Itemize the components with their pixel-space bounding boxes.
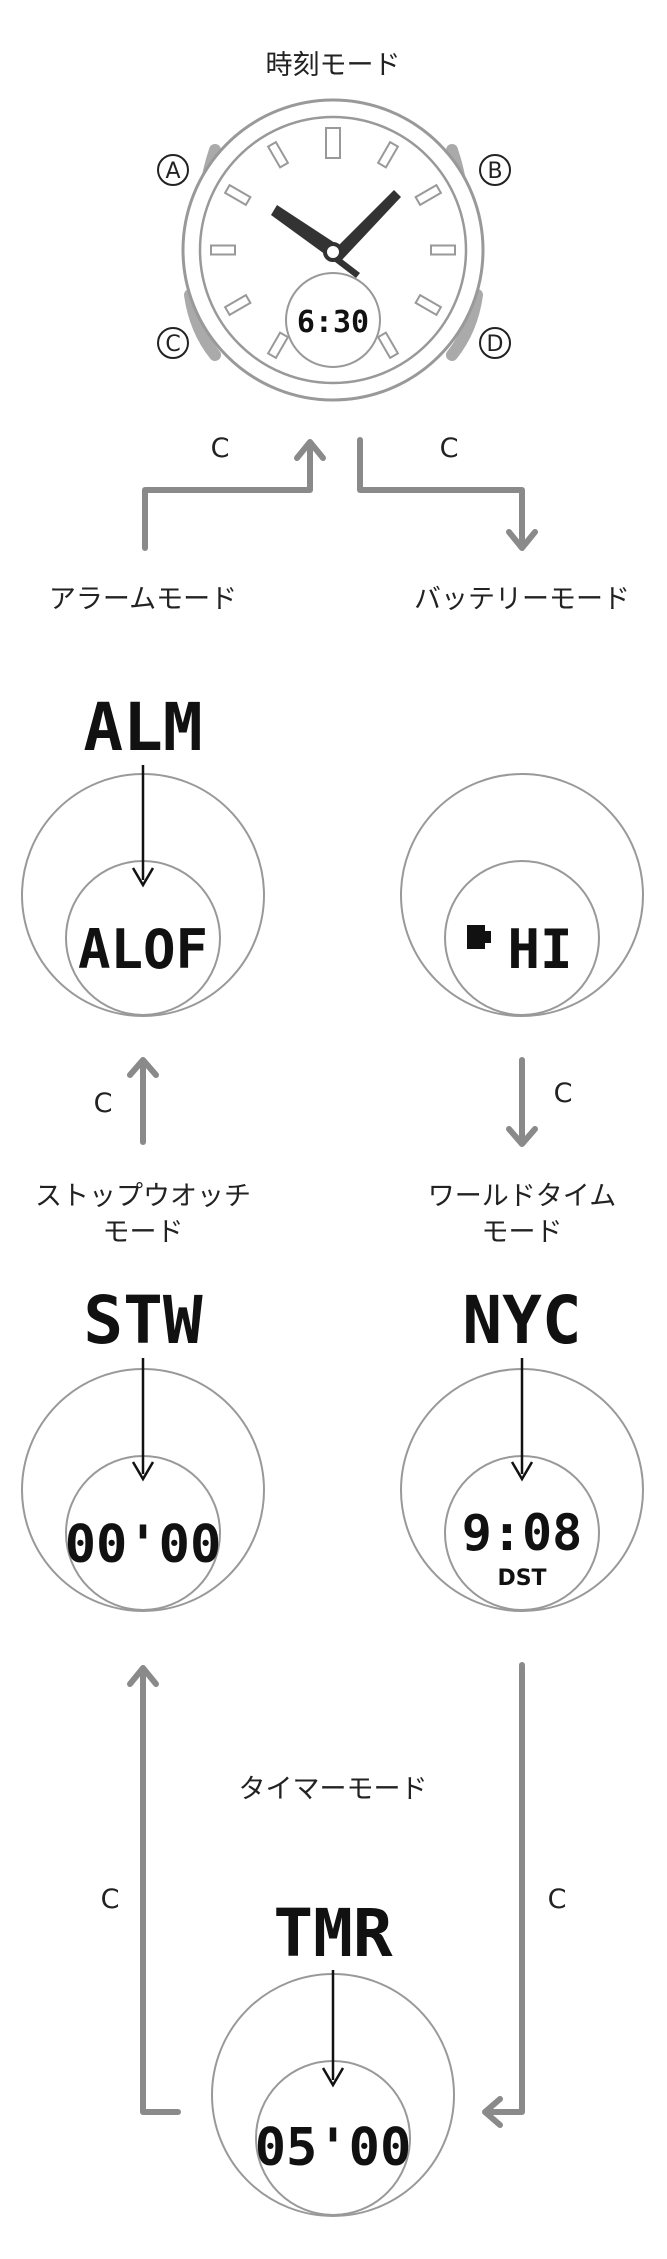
hour-marker (266, 331, 290, 360)
arrow-time-to-battery (357, 437, 525, 548)
flow-arrows (127, 437, 538, 2128)
button-b-marker (479, 154, 511, 186)
alarm-mode: アラームモード ALM ALOF (21, 584, 265, 1017)
alarm-display: ALOF (78, 918, 208, 981)
battery-mode: バッテリーモード HI (400, 584, 644, 1017)
arrow-alarm-to-time-label: C (211, 433, 230, 464)
stopwatch-mode: ストップウオッチ モード STW 00'00 (21, 1181, 265, 1612)
stopwatch-mode-label-2: モード (103, 1217, 184, 1248)
hour-marker (376, 140, 400, 169)
hour-marker (430, 244, 456, 256)
world-time-dst: DST (497, 1566, 546, 1591)
arrow-time-to-battery-head (506, 529, 538, 551)
arrow-time-to-battery-label: C (440, 433, 459, 464)
battery-lcd-ring (444, 860, 600, 1016)
hour-markers (210, 127, 456, 360)
world-time-mode-label-1: ワールドタイム (428, 1181, 616, 1212)
minute-hand (326, 190, 401, 262)
button-d-bar[interactable] (446, 289, 483, 361)
hour-hand (271, 205, 338, 255)
stopwatch-display: 00'00 (65, 1515, 222, 1575)
alarm-code: ALM (83, 689, 202, 766)
hour-marker (325, 127, 341, 159)
alarm-mode-label: アラームモード (49, 584, 237, 615)
hour-marker (266, 140, 290, 169)
alarm-pointer-head (131, 867, 155, 888)
world-time-display: 9:08 (462, 1504, 582, 1562)
arrow-battery-to-world-label: C (554, 1078, 573, 1109)
world-time-pointer-head (510, 1461, 534, 1482)
hour-marker (414, 293, 443, 317)
arrow-timer-to-stopwatch-head (127, 1665, 159, 1687)
arrow-alarm-to-time (142, 442, 313, 551)
timer-mode: タイマーモード TMR 05'00 (211, 1774, 455, 2217)
battery-display: HI (507, 918, 572, 981)
arrow-world-to-timer-head (482, 2096, 503, 2128)
world-time-code: NYC (462, 1282, 581, 1359)
battery-icon (467, 925, 491, 949)
hour-marker (223, 183, 252, 207)
world-time-mode-label-2: モード (482, 1217, 563, 1248)
button-a-marker (157, 154, 189, 186)
arrow-stopwatch-to-alarm-head (127, 1057, 159, 1078)
button-c-label: C (165, 332, 180, 357)
subdial-lcd (285, 272, 381, 368)
arrow-timer-to-stopwatch-label: C (101, 1884, 120, 1915)
arrow-alarm-to-time-head (294, 439, 326, 461)
timekeeping-mode: 時刻モード 6:30 A B C D (157, 50, 511, 402)
arrow-battery-to-world-head (506, 1126, 538, 1147)
hour-marker (414, 183, 443, 207)
stopwatch-mode-label-1: ストップウオッチ (35, 1181, 251, 1212)
button-d-marker (479, 327, 511, 359)
button-d-label: D (487, 332, 504, 357)
button-c-marker (157, 327, 189, 359)
hour-marker (223, 293, 252, 317)
hand-pivot (323, 242, 343, 262)
timer-code: TMR (273, 1895, 392, 1972)
battery-mode-label: バッテリーモード (414, 584, 630, 615)
timekeeping-display: 6:30 (297, 305, 369, 340)
arrow-timer-to-stopwatch (140, 1667, 181, 2115)
timer-pointer-head (321, 2067, 345, 2088)
timer-display: 05'00 (255, 2118, 412, 2178)
button-b-label: B (487, 159, 502, 184)
button-a-label: A (165, 159, 180, 184)
hour-marker (376, 331, 400, 360)
timekeeping-mode-label: 時刻モード (266, 50, 401, 81)
arrow-world-to-timer-label: C (548, 1884, 567, 1915)
arrow-world-to-timer (484, 1662, 525, 2115)
world-time-mode: ワールドタイム モード NYC 9:08 DST (400, 1181, 644, 1612)
timer-mode-label: タイマーモード (239, 1774, 428, 1805)
arrow-stopwatch-to-alarm-label: C (94, 1088, 113, 1119)
stopwatch-pointer-head (131, 1461, 155, 1482)
stopwatch-code: STW (83, 1282, 202, 1359)
hour-marker (210, 244, 236, 256)
